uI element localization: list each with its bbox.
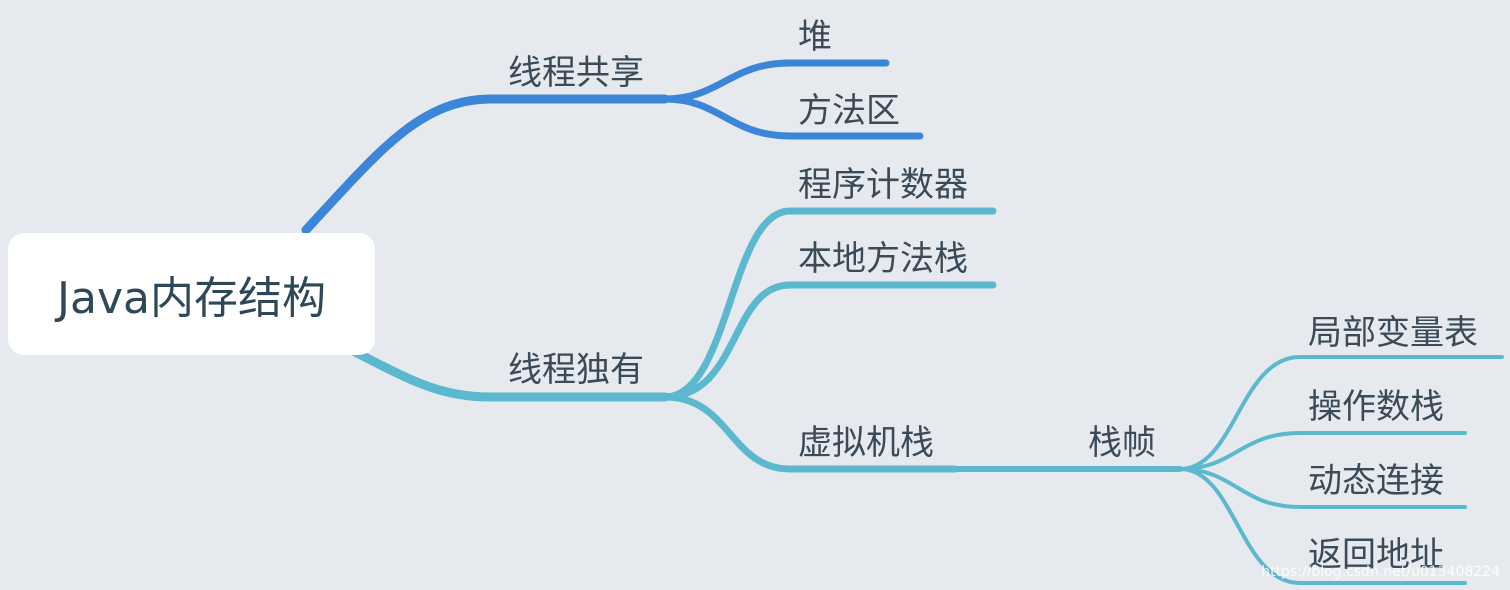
node-native-method-stack[interactable]: 本地方法栈 [798, 239, 968, 279]
connector-root-private [350, 347, 670, 402]
connector-shared-method-area [661, 95, 924, 140]
connector-frame-operand [1178, 431, 1467, 471]
connector-private-vm-stack [661, 393, 959, 473]
connector-frame-locals [1178, 355, 1504, 471]
connector-private-pc [661, 207, 997, 401]
node-method-area[interactable]: 方法区 [798, 91, 900, 131]
watermark-text: https://blog.csdn.net/u013408224 [1261, 564, 1500, 580]
connector-frame-dynlink [1178, 467, 1467, 509]
connector-frame-return [1178, 467, 1467, 585]
node-operand-stack[interactable]: 操作数栈 [1308, 387, 1444, 427]
root-node[interactable]: Java内存结构 [8, 233, 375, 355]
node-vm-stack[interactable]: 虚拟机栈 [798, 423, 934, 463]
node-program-counter[interactable]: 程序计数器 [798, 165, 968, 205]
connector-private-native-stack [661, 281, 997, 401]
connector-root-shared [301, 94, 670, 235]
node-stack-frame[interactable]: 栈帧 [1088, 423, 1156, 463]
node-return-address[interactable]: 返回地址 [1308, 535, 1444, 575]
root-node-label: Java内存结构 [57, 273, 326, 324]
node-heap[interactable]: 堆 [798, 17, 832, 57]
node-thread-shared[interactable]: 线程共享 [508, 53, 644, 93]
node-dynamic-linking[interactable]: 动态连接 [1308, 461, 1444, 501]
node-local-variable-table[interactable]: 局部变量表 [1308, 313, 1478, 353]
node-thread-private[interactable]: 线程独有 [508, 350, 644, 390]
